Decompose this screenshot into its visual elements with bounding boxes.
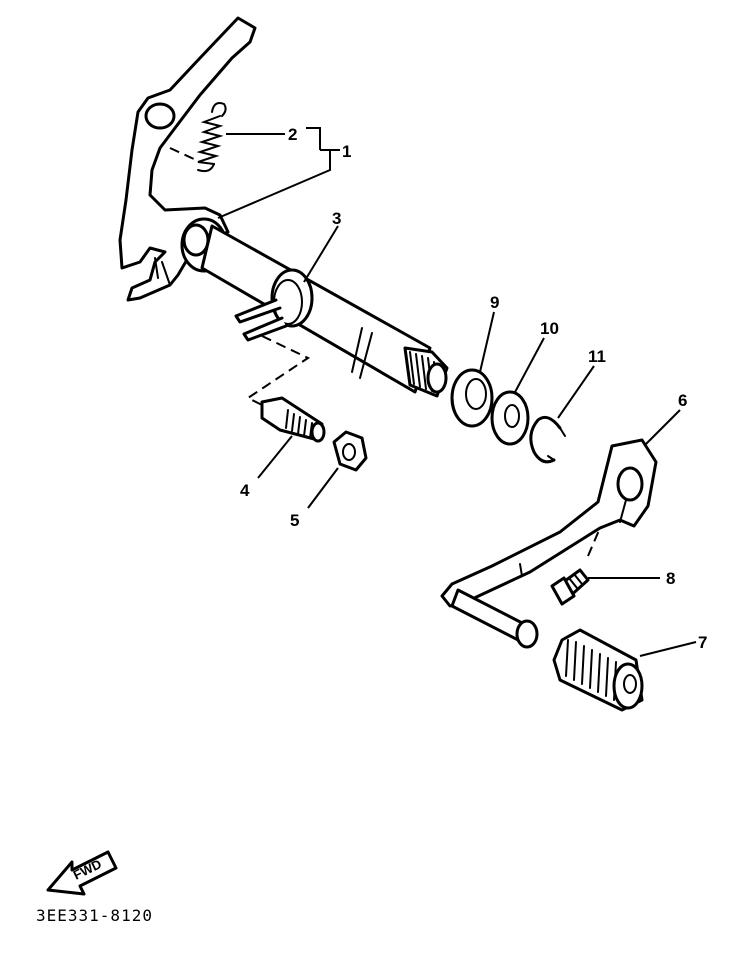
fwd-arrow-icon — [46, 850, 118, 896]
part-pinch-bolt — [550, 527, 601, 606]
callout-labels: 1 2 3 4 5 6 7 8 9 10 11 — [240, 125, 707, 652]
part-tension-spring — [169, 102, 227, 173]
callout-6: 6 — [678, 391, 687, 410]
spring-hook-top — [211, 102, 227, 117]
callout-3: 3 — [332, 209, 341, 228]
leader-9 — [479, 311, 495, 373]
leader-10 — [513, 337, 545, 395]
callout-5: 5 — [290, 511, 299, 530]
callout-8: 8 — [666, 569, 675, 588]
pinch-bolt-axis — [587, 527, 601, 557]
circlip-tabs — [547, 427, 566, 461]
stud-end — [310, 421, 326, 443]
return-spring-leg-lower — [242, 316, 288, 342]
pedal-clamp-slot — [619, 499, 627, 523]
part-return-spring — [234, 268, 314, 342]
stud-threads — [285, 409, 313, 439]
return-spring-leg-upper — [234, 298, 282, 324]
leader-6 — [645, 409, 681, 445]
callout-11: 11 — [588, 347, 606, 366]
leader-7 — [639, 641, 697, 657]
washer-hole — [504, 404, 520, 428]
callout-2: 2 — [288, 125, 297, 144]
spring-attach-line — [169, 147, 197, 161]
alignment-dashed-path — [246, 335, 311, 409]
leader-11 — [557, 365, 595, 419]
shift-pedal-body — [440, 438, 658, 608]
leader-3 — [303, 225, 339, 283]
shift-shaft — [200, 224, 432, 394]
callout-9: 9 — [490, 293, 499, 312]
nut-body — [332, 430, 368, 472]
part-shift-pedal — [440, 438, 658, 649]
shaft-collar-face — [182, 223, 210, 257]
oil-seal-inner — [465, 378, 487, 410]
part-circlip — [529, 415, 566, 464]
part-shift-shaft-assembly — [118, 16, 449, 398]
nut-hole — [342, 443, 356, 461]
part-stud-bolt — [260, 396, 326, 443]
circlip-ring — [529, 415, 562, 464]
leader-lines — [217, 127, 697, 657]
part-pedal-rubber — [552, 628, 644, 712]
arm-slot — [154, 257, 171, 286]
spring-hook-bottom — [197, 163, 215, 173]
return-spring-coil-outer — [270, 268, 314, 328]
forward-direction-arrow: FWD — [46, 850, 118, 896]
leader-2 — [226, 127, 321, 150]
shaft-step — [351, 327, 373, 379]
pedal-rubber-hole — [623, 674, 637, 694]
part-nut — [332, 430, 368, 472]
spline-lines — [409, 351, 438, 393]
arm-pivot-boss — [144, 102, 176, 130]
pedal-clamp-hole — [616, 466, 644, 502]
part-oil-seal — [450, 368, 494, 428]
spring-coils — [196, 115, 224, 165]
pedal-rubber-end — [612, 662, 644, 710]
callout-10: 10 — [540, 319, 559, 338]
callout-4: 4 — [240, 481, 250, 500]
pedal-rubber-ribs — [565, 639, 617, 701]
part-washer — [490, 390, 530, 446]
diagram-reference-code: 3EE331-8120 — [36, 906, 153, 925]
pinch-bolt-head — [550, 576, 576, 606]
leader-1 — [217, 149, 340, 219]
leader-5 — [307, 467, 339, 509]
washer-outer — [490, 390, 530, 446]
oil-seal-rim — [451, 379, 459, 419]
shaft-end-face — [426, 362, 448, 394]
callout-1: 1 — [342, 142, 351, 161]
leader-4 — [257, 435, 293, 479]
callout-7: 7 — [698, 633, 707, 652]
pedal-peg-end — [515, 619, 539, 649]
pedal-rib — [519, 563, 523, 577]
